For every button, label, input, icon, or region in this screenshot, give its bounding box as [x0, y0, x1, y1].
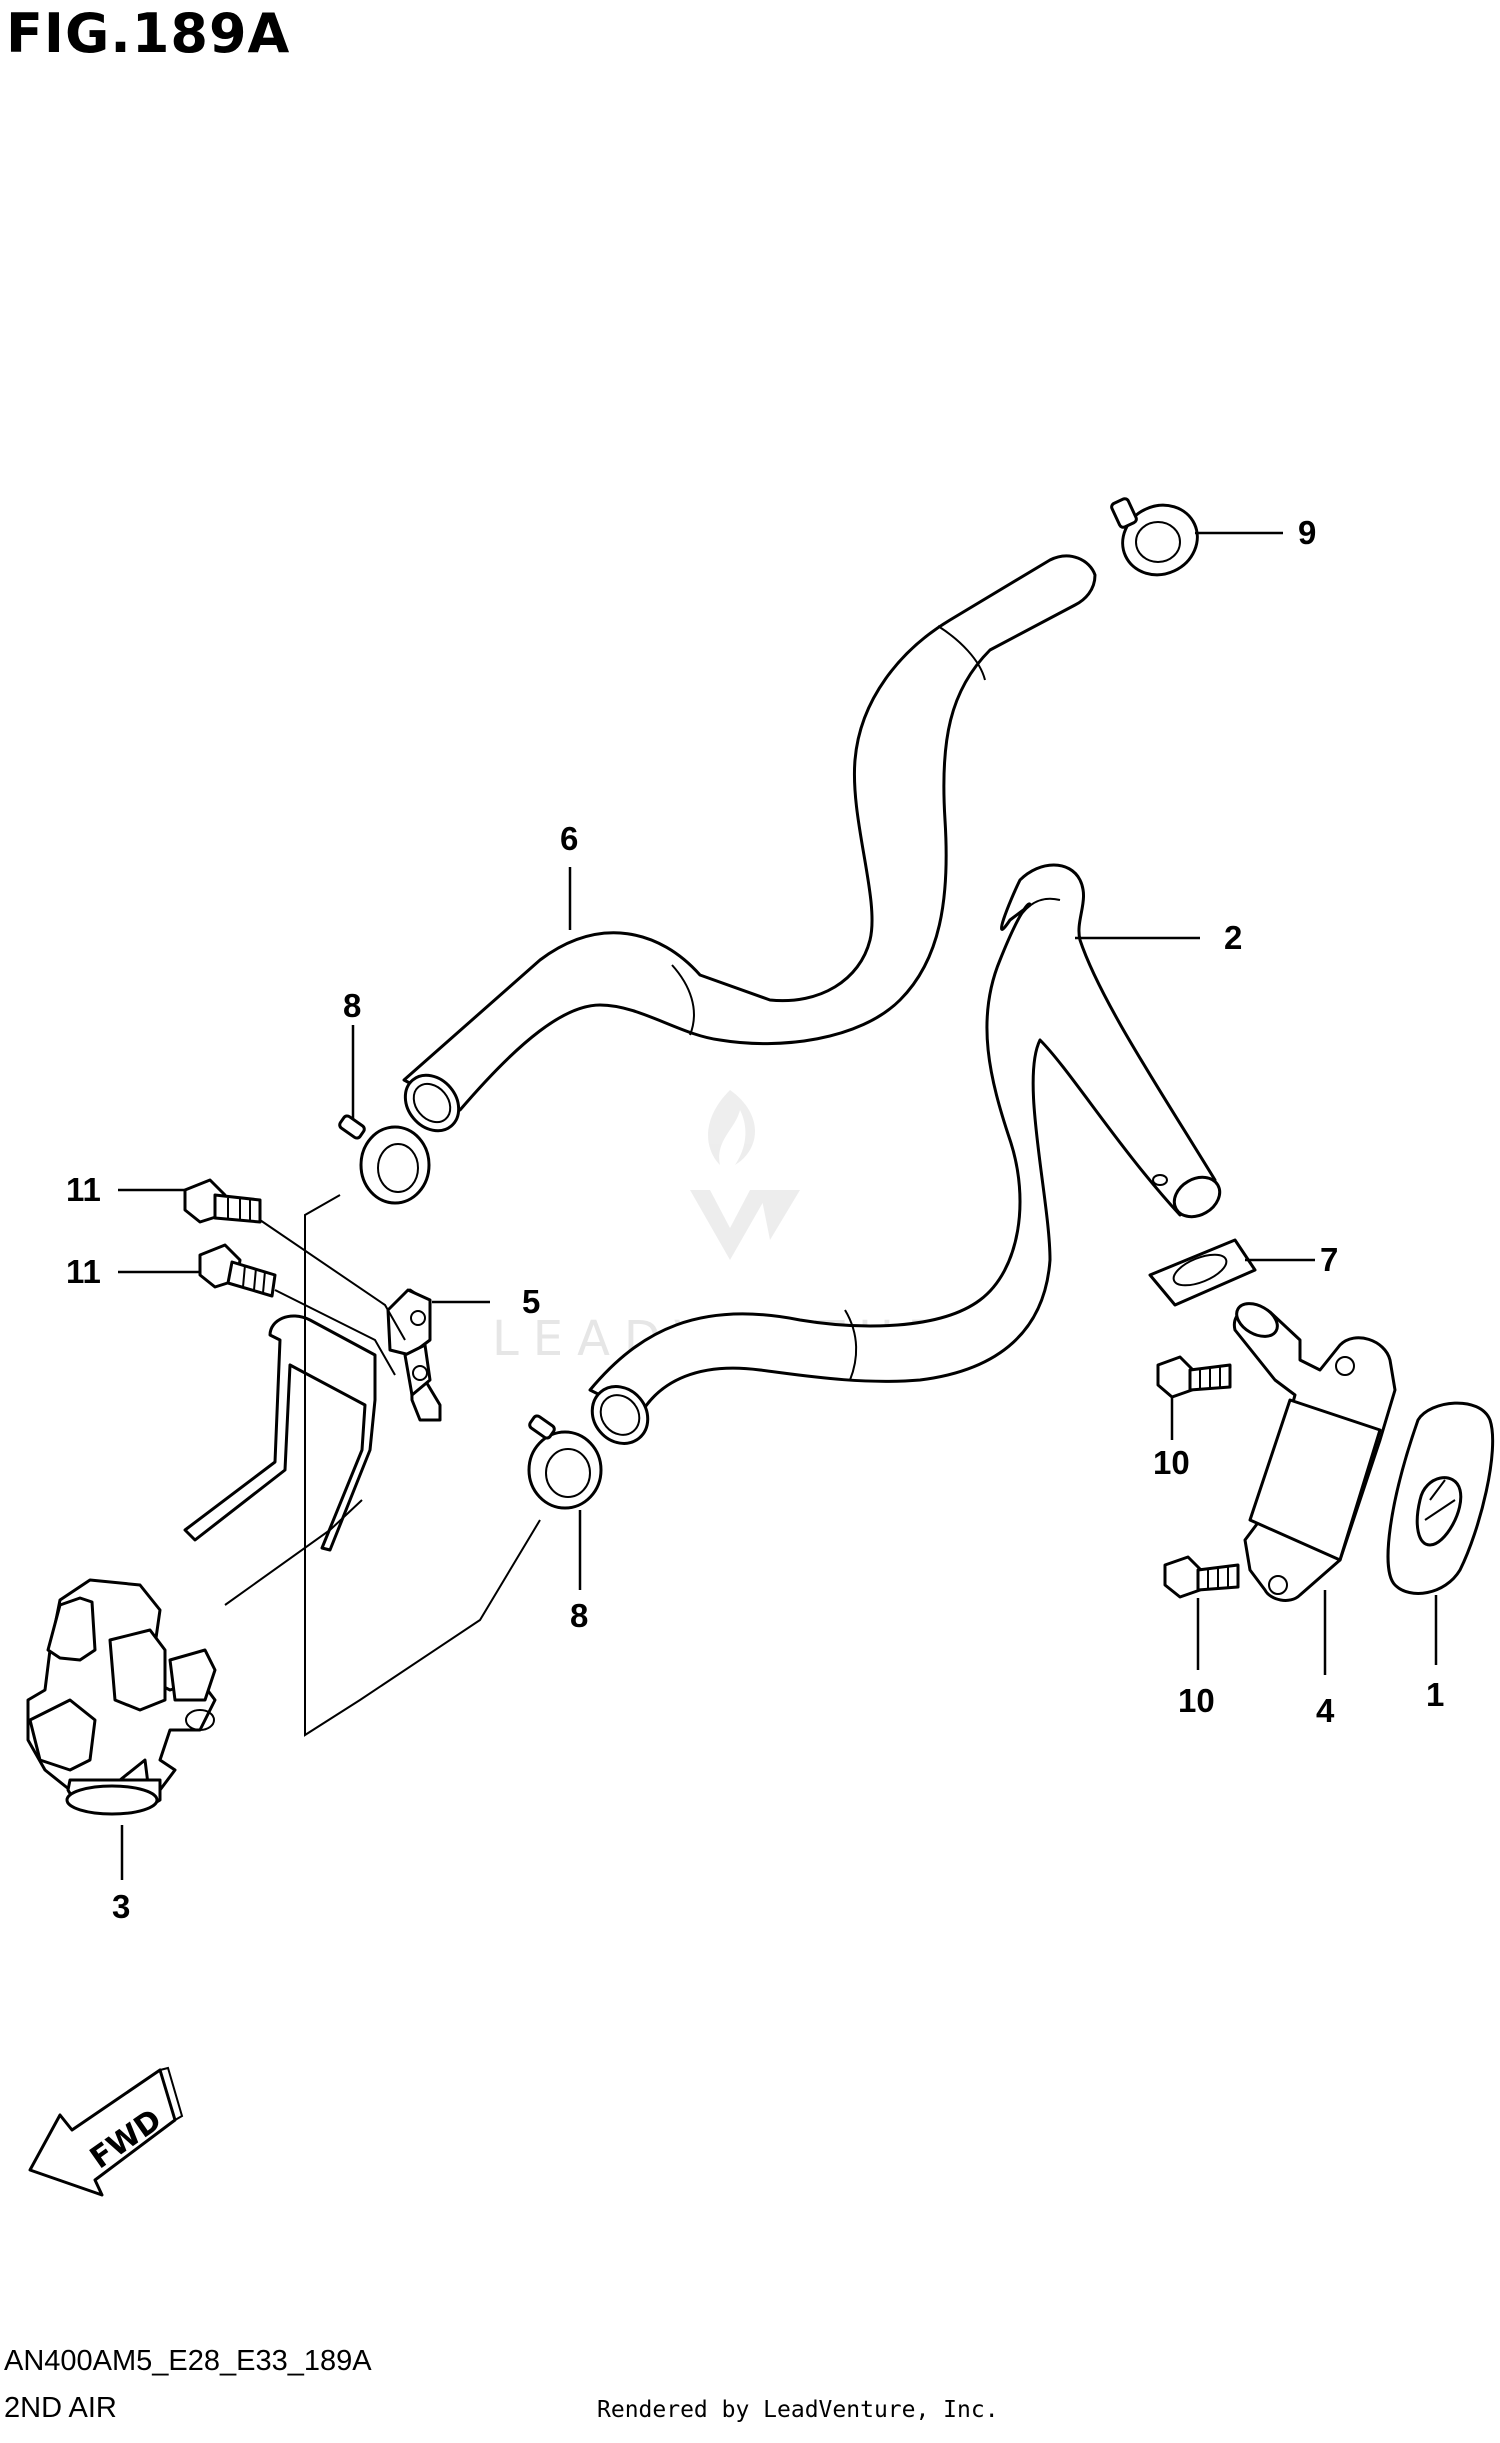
callout-numbers: 9 6 2 8 11 11 5 7 10 8 3 10 4 1	[66, 514, 1444, 1925]
bracket-part-5	[183, 1288, 442, 1552]
valve-part-3	[26, 1578, 217, 1816]
callout-6: 6	[560, 820, 578, 857]
callout-4: 4	[1316, 1692, 1335, 1729]
bolt-part-10-upper	[1156, 1355, 1232, 1399]
clamp-part-9	[1110, 497, 1199, 577]
bolt-part-10-lower	[1163, 1555, 1240, 1599]
render-credit: Rendered by LeadVenture, Inc.	[597, 2397, 999, 2423]
callout-5: 5	[522, 1283, 540, 1320]
watermark-logo	[690, 1090, 800, 1260]
cover-part-4	[1232, 1302, 1397, 1602]
bolt-part-11-lower	[198, 1243, 277, 1298]
figure-title: FIG.189A	[6, 2, 291, 65]
diagram-name: 2ND AIR	[4, 2392, 117, 2424]
hose-part-2	[588, 863, 1222, 1445]
clamp-part-7	[1148, 1238, 1257, 1307]
callout-2: 2	[1224, 919, 1242, 956]
callout-3: 3	[112, 1888, 130, 1925]
callout-9: 9	[1298, 514, 1316, 551]
callout-1: 1	[1426, 1676, 1444, 1713]
callout-11-upper: 11	[66, 1171, 101, 1208]
callout-11-lower: 11	[66, 1253, 101, 1290]
bolt-part-11-upper	[183, 1178, 262, 1224]
callout-8-lower: 8	[570, 1597, 588, 1634]
callout-8-upper: 8	[343, 987, 361, 1024]
gasket-part-1	[1386, 1401, 1495, 1595]
fwd-arrow: FWD	[28, 2066, 184, 2197]
callout-10-upper: 10	[1153, 1444, 1190, 1481]
leader-lines	[118, 531, 1438, 1880]
diagram-code: AN400AM5_E28_E33_189A	[4, 2345, 372, 2377]
hose-part-6	[402, 554, 1097, 1133]
clamp-part-8-lower	[527, 1414, 603, 1510]
callout-7: 7	[1320, 1241, 1338, 1278]
callout-10-lower: 10	[1178, 1682, 1215, 1719]
clamp-part-8-upper	[338, 1114, 431, 1205]
